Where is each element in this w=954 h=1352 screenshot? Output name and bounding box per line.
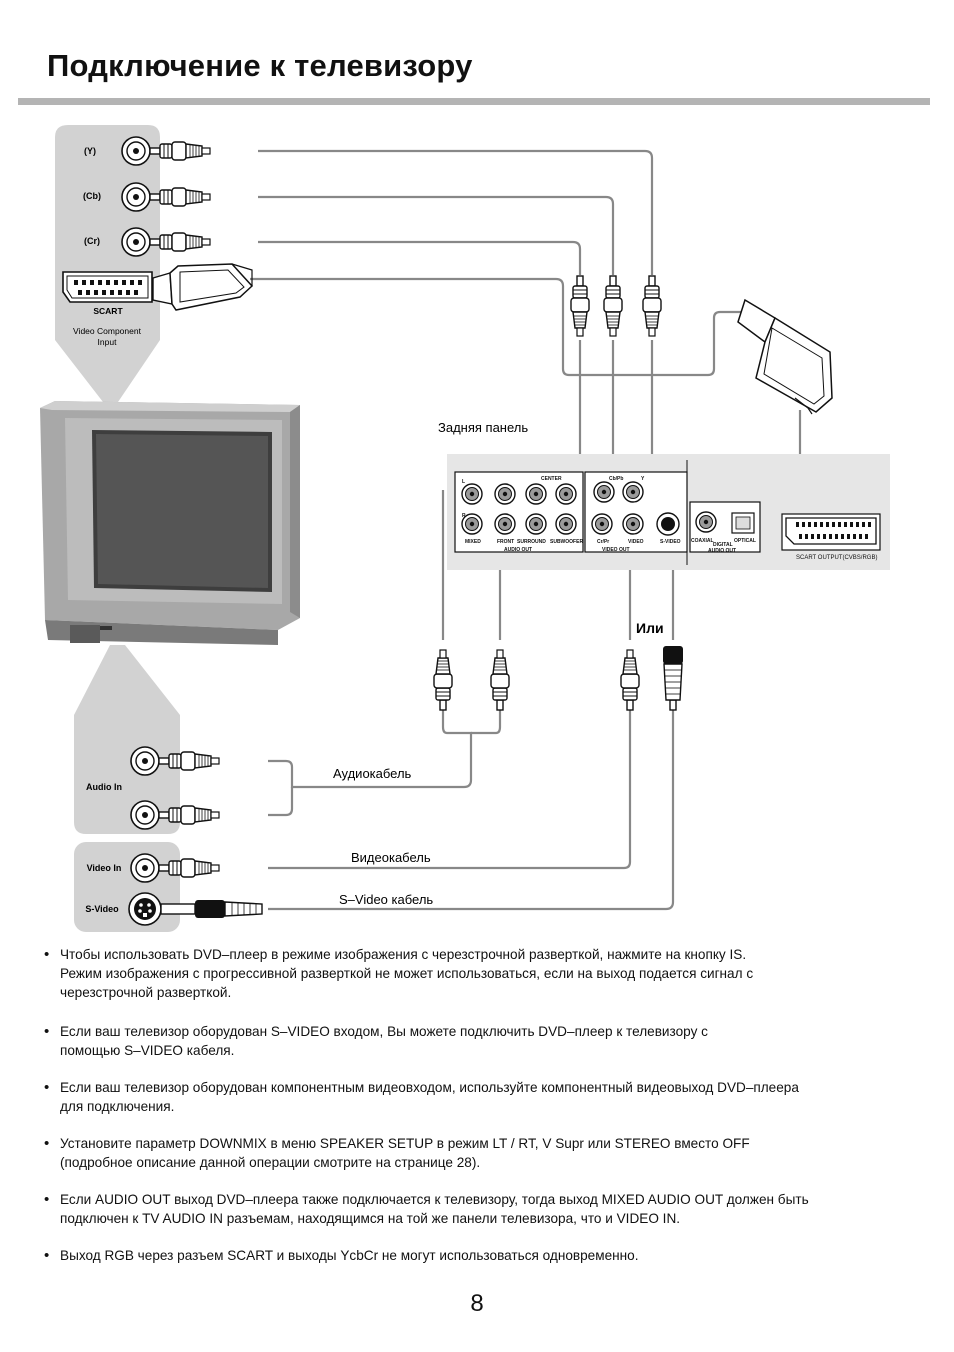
rear-r-label: R — [462, 513, 466, 519]
video-in-jack — [130, 853, 160, 883]
connection-diagram: (Y) (Cb) (Cr) SCART Video Component Inpu… — [40, 125, 890, 932]
note-item: Если ваш телевизор оборудован S–VIDEO вх… — [44, 1022, 924, 1060]
s-video-out-jack — [656, 512, 680, 536]
audio-left-player-plug — [433, 649, 453, 711]
note-item: Если AUDIO OUT выход DVD–плеера также по… — [44, 1190, 924, 1228]
s-video-player-plug — [663, 646, 683, 711]
notes-list: Чтобы использовать DVD–плеер в режиме из… — [44, 945, 924, 1283]
cb-input-jack — [121, 182, 151, 212]
subwoofer-r-jack — [555, 513, 577, 535]
rear-panel — [447, 454, 890, 570]
surround-r-jack — [525, 513, 547, 535]
y-player-plug — [642, 275, 662, 337]
cr-pr-jack — [591, 513, 613, 535]
audio-in-label: Audio In — [86, 782, 122, 792]
cr-input-jack — [121, 227, 151, 257]
optical-label: OPTICAL — [734, 538, 756, 544]
video-in-label: Video In — [87, 863, 122, 873]
front-l-jack — [461, 483, 483, 505]
audio-in-right-jack — [130, 800, 160, 830]
video-player-plug — [620, 649, 640, 711]
television — [40, 401, 300, 645]
video-out-jack — [622, 513, 644, 535]
rear-l-label: L — [462, 479, 465, 485]
cr-pr-label: Cr/Pr — [597, 539, 609, 545]
tv-scart-socket — [62, 271, 153, 303]
scart-output-socket — [785, 517, 877, 545]
y-label: Y — [641, 476, 645, 482]
y-input-label: (Y) — [84, 146, 96, 156]
player-scart-plug — [737, 298, 833, 415]
surround-l-jack — [494, 483, 516, 505]
scart-output-label: SCART OUTPUT(CVBS/RGB) — [796, 555, 877, 561]
scart-label: SCART — [93, 306, 123, 316]
rear-panel-title: Задняя панель — [438, 420, 528, 435]
component-caption-line2: Input — [98, 337, 118, 347]
audio-in-left-jack — [130, 746, 160, 776]
mixed-label: MIXED — [465, 539, 481, 545]
center-label: CENTER — [541, 476, 562, 482]
center-l-jack — [525, 483, 547, 505]
audio-input-panel — [74, 645, 180, 834]
s-video-cable-plug — [160, 900, 263, 918]
cb-pb-label: Cb/Pb — [609, 476, 623, 482]
audio-right-player-plug — [490, 649, 510, 711]
y-input-jack — [121, 136, 151, 166]
page-number: 8 — [470, 1290, 484, 1317]
audio-cable-label: Аудиокабель — [333, 766, 412, 781]
component-caption-line1: Video Component — [73, 326, 142, 336]
front-label: FRONT — [497, 539, 514, 545]
audio-out-label: AUDIO OUT — [504, 547, 532, 553]
s-video-cable-label: S–Video кабель — [339, 892, 433, 907]
cr-pr-player-plug — [570, 275, 590, 337]
or-label: Или — [636, 620, 664, 636]
video-input-panel — [74, 842, 180, 932]
page-title: Подключение к телевизору — [47, 48, 473, 83]
cb-pb-jack — [593, 481, 615, 503]
note-item: Установите параметр DOWNMIX в меню SPEAK… — [44, 1134, 924, 1172]
s-video-label: S-VIDEO — [660, 539, 681, 545]
cr-input-label: (Cr) — [84, 236, 100, 246]
digital-label: DIGITAL — [713, 542, 733, 548]
coaxial-jack — [695, 511, 717, 533]
video-label: VIDEO — [628, 539, 644, 545]
surround-label: SURROUND — [517, 539, 546, 545]
s-video-in-label: S-Video — [85, 904, 119, 914]
optical-jack — [731, 512, 755, 534]
title-rule — [18, 98, 930, 105]
note-item: Выход RGB через разъем SCART и выходы Yc… — [44, 1246, 924, 1265]
digital-audio-out-label: AUDIO OUT — [708, 548, 736, 554]
front-r-jack — [494, 513, 516, 535]
note-item: Чтобы использовать DVD–плеер в режиме из… — [44, 945, 924, 1002]
cb-pb-player-plug — [603, 275, 623, 337]
component-input-panel — [55, 125, 160, 402]
s-video-in-jack — [128, 892, 162, 926]
subwoofer-l-jack — [555, 483, 577, 505]
coaxial-label: COAXIAL — [691, 538, 714, 544]
note-item: Если ваш телевизор оборудован компонентн… — [44, 1078, 924, 1116]
y-out-jack — [622, 481, 644, 503]
video-out-label: VIDEO OUT — [602, 547, 630, 553]
video-cable-label: Видеокабель — [351, 850, 431, 865]
cb-input-label: (Cb) — [83, 191, 101, 201]
tv-scart-plug — [152, 263, 254, 311]
subwoofer-label: SUBWOOFER — [550, 539, 583, 545]
